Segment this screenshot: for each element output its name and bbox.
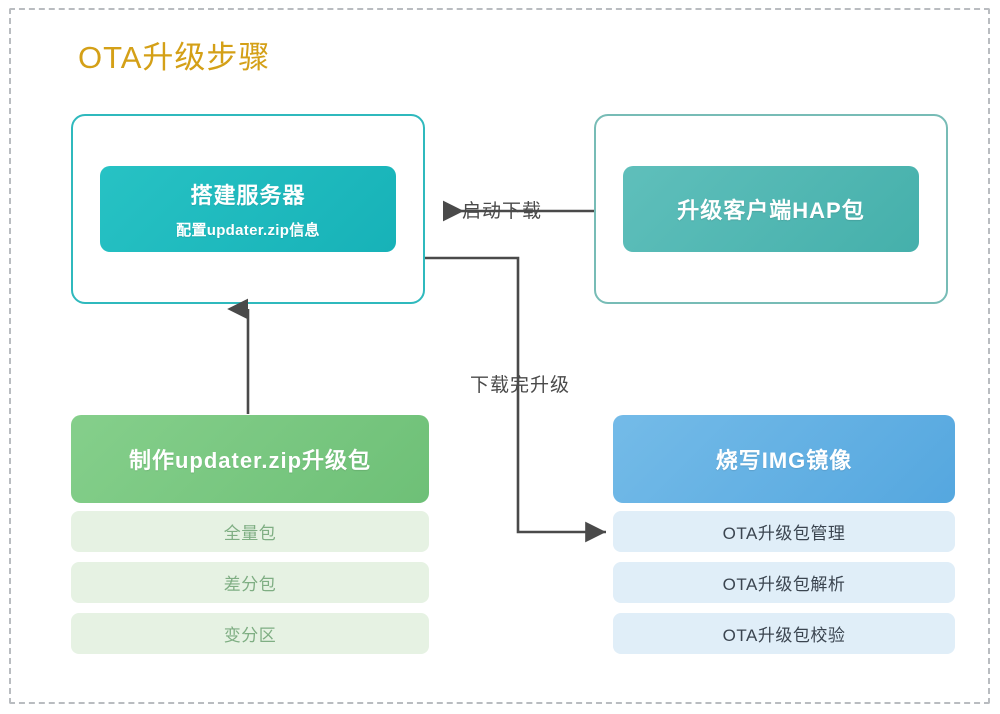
node-server[interactable]: 搭建服务器 配置updater.zip信息: [100, 166, 396, 252]
list-item-package-0[interactable]: 全量包: [71, 511, 429, 552]
node-server-subtitle: 配置updater.zip信息: [176, 222, 320, 239]
edge-label-download-finish: 下载完升级: [470, 375, 571, 396]
list-item-package-1[interactable]: 差分包: [71, 562, 429, 603]
node-burn-img[interactable]: 烧写IMG镜像: [613, 415, 955, 503]
node-burn-img-heading: 烧写IMG镜像: [715, 448, 853, 473]
node-make-package[interactable]: 制作updater.zip升级包: [71, 415, 429, 503]
list-item-ota-2[interactable]: OTA升级包校验: [613, 613, 955, 654]
node-make-package-heading: 制作updater.zip升级包: [128, 448, 372, 473]
list-item-ota-1[interactable]: OTA升级包解析: [613, 562, 955, 603]
node-server-heading: 搭建服务器: [190, 183, 306, 208]
node-hap-client-heading: 升级客户端HAP包: [677, 198, 865, 223]
node-hap-client[interactable]: 升级客户端HAP包: [623, 166, 919, 252]
diagram-frame: [9, 8, 990, 704]
list-item-package-2[interactable]: 变分区: [71, 613, 429, 654]
page-title: OTA升级步骤: [78, 40, 271, 75]
edge-label-start-download: 启动下载: [462, 201, 543, 222]
list-item-ota-0[interactable]: OTA升级包管理: [613, 511, 955, 552]
